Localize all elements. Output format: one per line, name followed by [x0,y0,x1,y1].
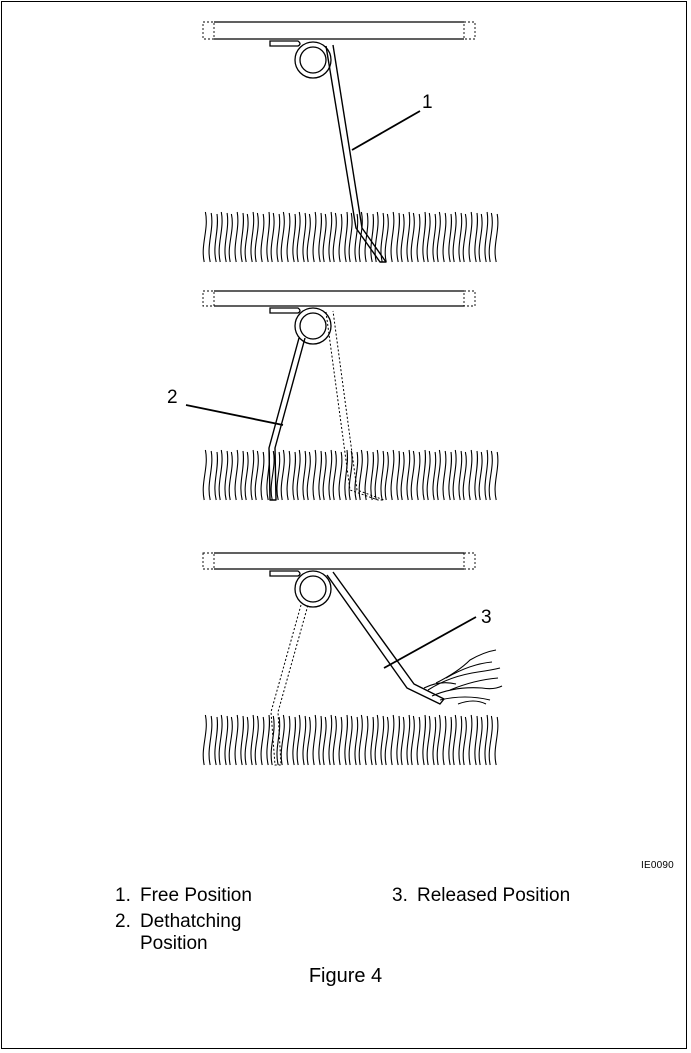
leader-line-3 [383,616,477,669]
leader-line-2 [185,404,284,426]
grass-2 [202,449,499,501]
tine-solid [326,571,445,705]
figure-caption: Figure 4 [308,965,383,987]
frame-bar [202,552,476,570]
legend-text: Dethatching Position [140,911,242,954]
callout-2: 2 [167,387,178,408]
legend-text: Released Position [417,885,571,906]
tine-ghost [270,604,309,766]
spring-coil [269,40,332,79]
legend-number: 2. [115,911,131,932]
frame-bar [202,21,476,40]
legend-number: 3. [392,885,408,906]
frame-bar [202,290,476,307]
grass-1 [202,211,499,263]
callout-1: 1 [422,92,433,113]
tine-solid [325,44,387,263]
tine-ghost [325,310,385,501]
legend-text: Free Position [140,885,252,906]
panel-free-position [202,21,499,263]
spring-coil [269,570,332,608]
callout-3: 3 [481,607,492,628]
tine-solid [268,337,306,501]
panel-released-position [202,552,503,766]
image-code: IE0090 [641,860,674,871]
panel-dethatching-position [185,290,499,501]
grass-3 [202,714,499,766]
thatch-debris [423,649,503,705]
legend-item-1: 1. Free Position [115,885,252,907]
spring-coil [269,307,332,345]
legend-item-2: 2. Dethatching Position [115,911,270,955]
legend-item-3: 3. Released Position [392,885,570,907]
legend-number: 1. [115,885,131,906]
leader-line-1 [351,110,421,151]
